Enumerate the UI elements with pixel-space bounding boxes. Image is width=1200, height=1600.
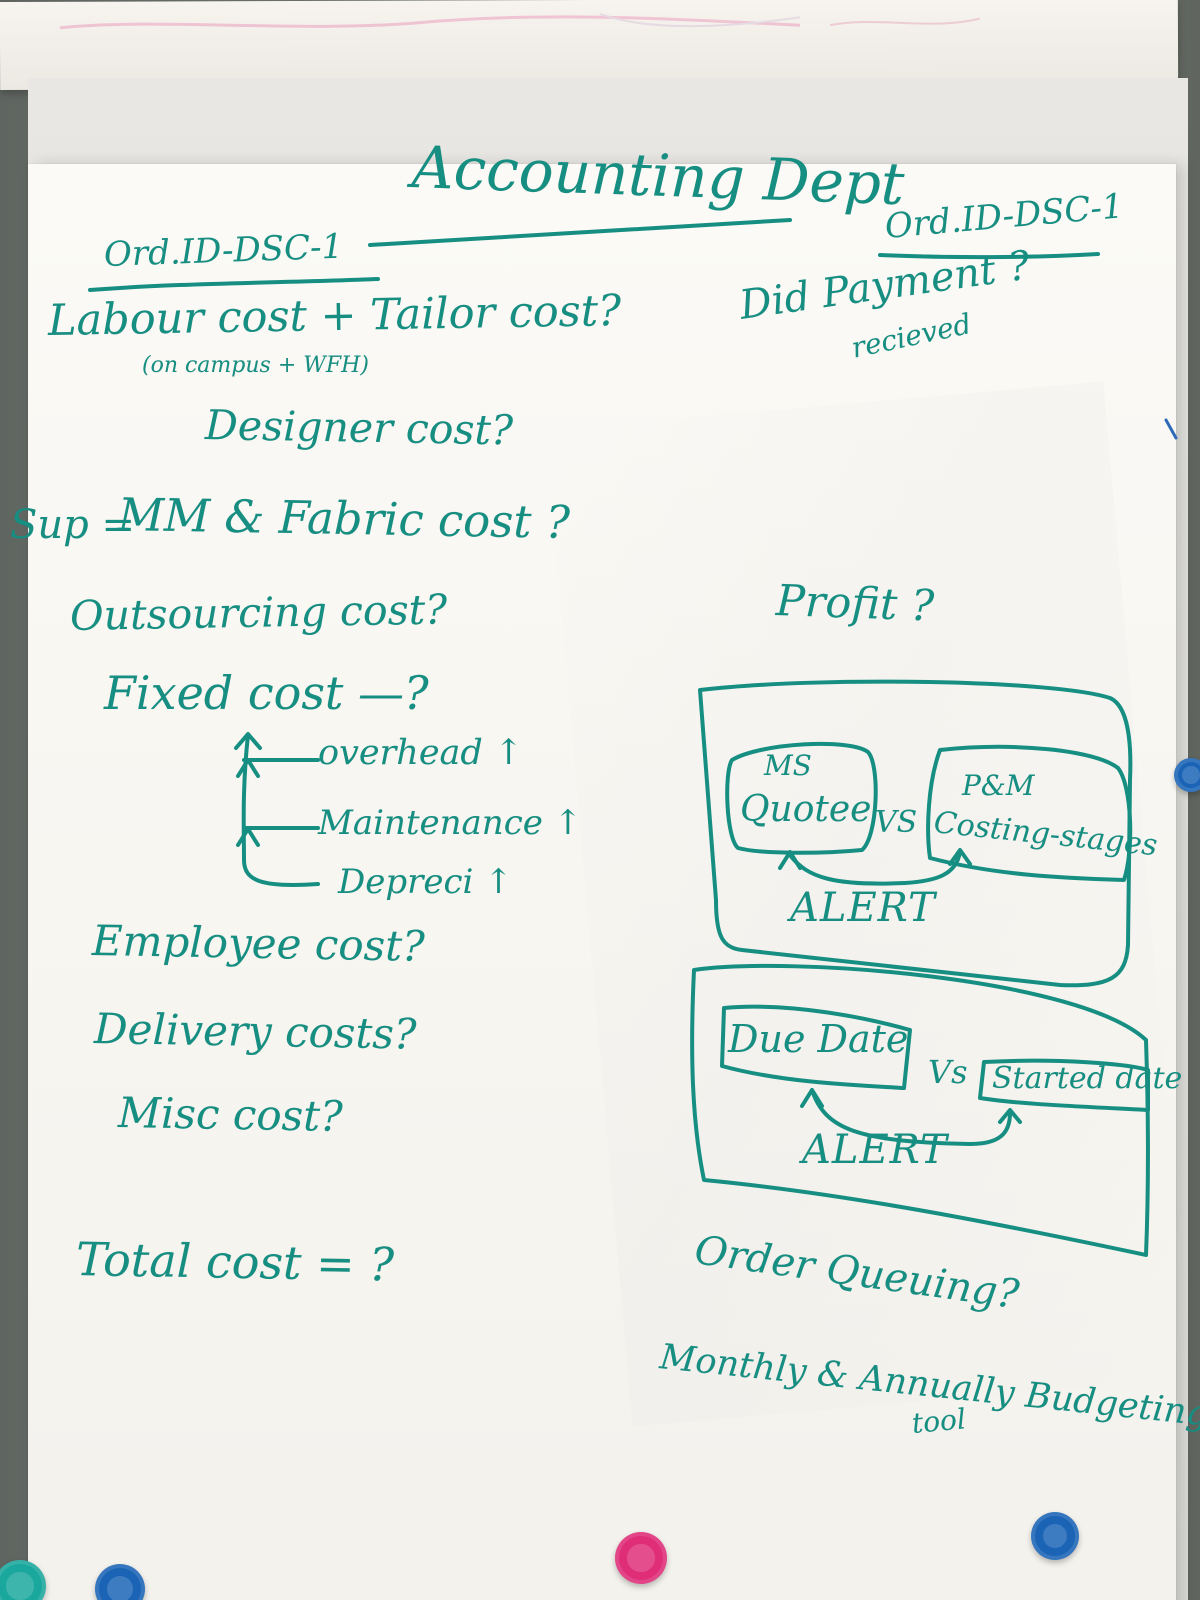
blue-pin-bottom-left: [95, 1564, 145, 1600]
fixed-cost-arrow-top: [234, 732, 262, 750]
pm-costing-box: [926, 744, 1133, 882]
fixed-cost-tree: [241, 733, 320, 887]
fixed-cost-arrow-mid: [236, 758, 260, 778]
alert-box-1-quote: Quotee: [740, 789, 872, 830]
faint-background-marks: [59, 13, 981, 30]
overhead-item: overhead ↑: [318, 733, 524, 773]
top-sheet: [0, 0, 1179, 91]
alert-arrow-1-left: [778, 850, 802, 870]
board-surface: [28, 78, 1191, 1600]
alert-box-2-started-date: Started date: [992, 1061, 1183, 1096]
alert-box-2-vs: Vs: [928, 1053, 968, 1091]
depreci-item: Depreci ↑: [338, 862, 513, 902]
page-title: Accounting Dept: [410, 133, 906, 219]
total-cost: Total cost = ?: [75, 1232, 395, 1292]
monthly-annually-budgeting-tail: tool: [910, 1402, 968, 1440]
alert-box-1-vs: VS: [875, 805, 918, 840]
alert-box-1-ms: MS: [764, 749, 812, 782]
due-date-box: [720, 1004, 912, 1090]
maintenance-item: Maintenance ↑: [318, 803, 583, 843]
alert-box-1-label: ALERT: [790, 885, 936, 931]
title-underline: [368, 218, 792, 247]
mm-fabric-cost: MM & Fabric cost ?: [117, 488, 571, 549]
alert-box-2-outline: [690, 963, 1150, 1257]
left-order-id: Ord.ID-DSC-1: [103, 226, 344, 275]
labour-tailor-cost: Labour cost + Tailor cost?: [47, 286, 622, 346]
designer-cost: Designer cost?: [204, 401, 514, 455]
alert-box-2-due-date: Due Date: [728, 1017, 909, 1061]
pin-accent-right-edge: [1164, 418, 1178, 440]
sup-prefix: Sup =: [10, 502, 135, 548]
profit-question: Profit ?: [775, 576, 935, 632]
delivery-costs: Delivery costs?: [93, 1004, 417, 1059]
fixed-cost: Fixed cost —?: [104, 666, 429, 720]
right-order-underline: [878, 252, 1100, 260]
alert-box-1-outline: [698, 679, 1133, 988]
blue-pin-right: [1174, 758, 1200, 792]
outsourcing-cost: Outsourcing cost?: [69, 585, 448, 640]
misc-cost: Misc cost?: [117, 1088, 344, 1141]
fixed-cost-arrow-low: [236, 827, 260, 847]
blue-pin-lower-right: [1031, 1512, 1079, 1560]
alert-connector-2: [810, 1088, 1012, 1147]
paper-sheet: [28, 164, 1191, 1600]
employee-cost: Employee cost?: [91, 916, 426, 971]
alert-connector-1: [788, 850, 962, 886]
ms-quote-box: [725, 741, 878, 855]
alert-box-1-pm: P&M: [962, 769, 1035, 802]
alert-arrow-2-right: [998, 1108, 1022, 1124]
teal-pin-bottom-left: [0, 1560, 46, 1600]
alert-arrow-2-left: [800, 1088, 824, 1108]
alert-arrow-1-right: [948, 848, 972, 866]
alert-box-2-label: ALERT: [802, 1127, 948, 1173]
labour-note: (on campus + WFH): [142, 353, 369, 378]
pink-pin-bottom: [615, 1532, 667, 1584]
started-date-box: [978, 1058, 1150, 1112]
left-order-underline: [88, 277, 380, 292]
